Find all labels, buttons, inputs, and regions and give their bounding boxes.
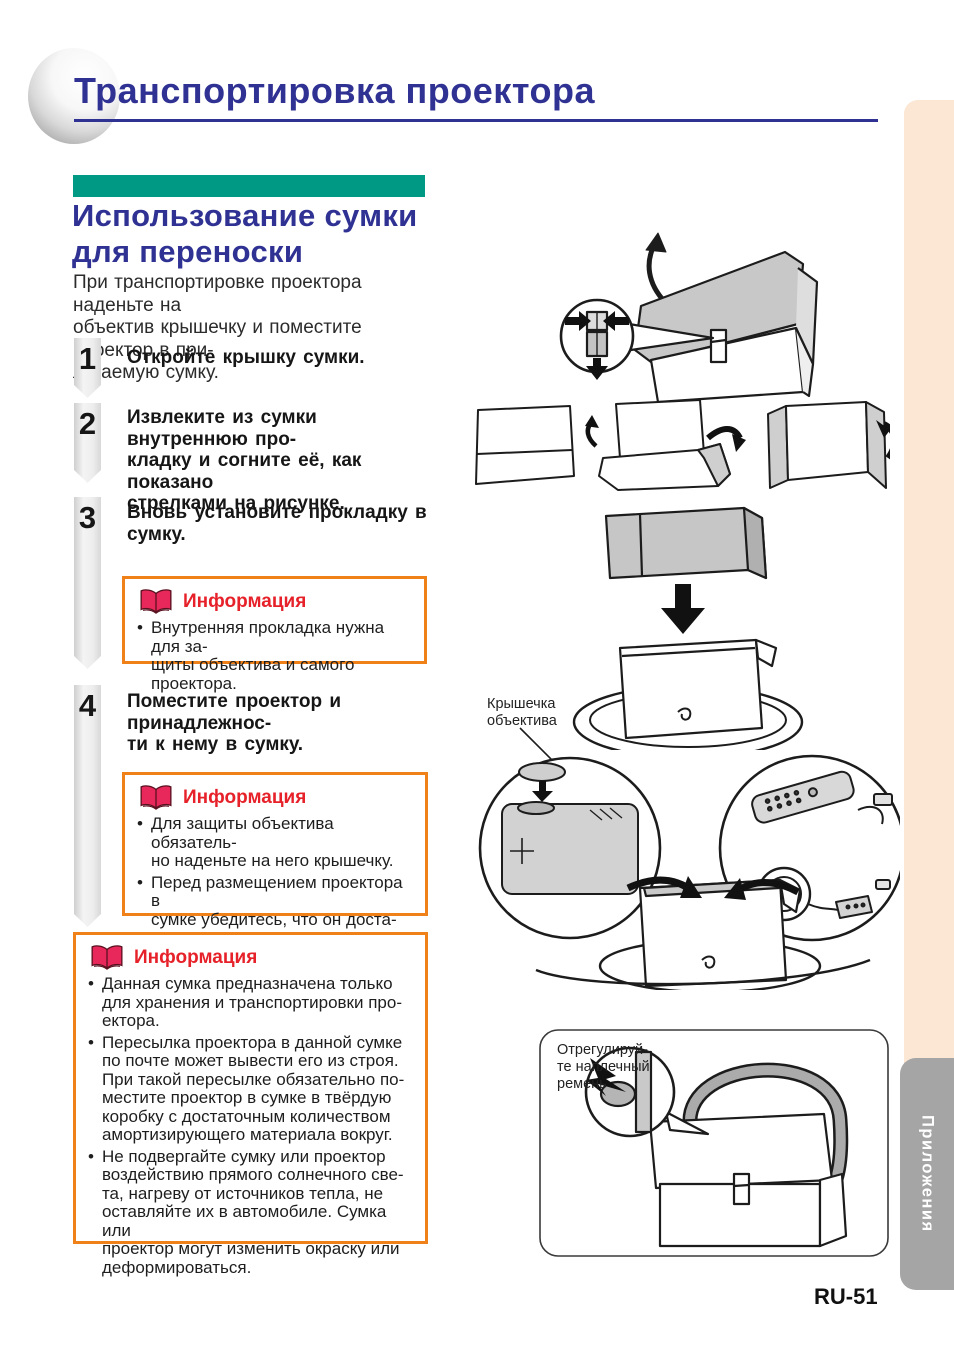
info-bullet: • Внутренняя прокладка нужна для за- щит… [137, 618, 414, 693]
step-marker-4: 4 [74, 685, 101, 927]
illustration-insert-pad [572, 506, 804, 750]
bullet-text: Пересылка проектора в данной сумке по по… [101, 1032, 405, 1144]
step-number: 3 [78, 500, 97, 535]
step-number: 4 [78, 688, 97, 723]
step-3-text: Вновь установите прокладку в сумку. [127, 502, 427, 545]
bullet-dot: • [88, 974, 94, 993]
bullet-text: Не подвергайте сумку или проектор воздей… [101, 1146, 404, 1277]
page-number: RU-51 [814, 1284, 878, 1309]
illustration-pack-projector [478, 727, 900, 990]
info-box-3: Информация • Данная сумка предназначена … [73, 932, 428, 1276]
bullet-dot: • [137, 814, 143, 833]
illustration-adjust-strap [539, 1029, 889, 1257]
illustration-fold-pad [475, 399, 890, 491]
step-4-text: Поместите проектор и принадлежнос- ти к … [127, 691, 342, 755]
step-number: 2 [78, 406, 97, 441]
info-box-2: Информация • Для защиты объектива обязат… [122, 772, 428, 947]
open-book-icon [140, 589, 172, 614]
info-bullet: • Не подвергайте сумку или проектор возд… [88, 1146, 415, 1278]
info-box-header: Информация [139, 589, 414, 615]
bullet-text: Внутренняя прокладка нужна для за- щиты … [150, 618, 385, 693]
step-marker-3: 3 [74, 497, 101, 669]
info-bullet: • Данная сумка предназначена только для … [88, 974, 415, 1031]
bullet-dot: • [137, 618, 143, 637]
bullet-text: Для защиты объектива обязатель- но наден… [150, 814, 394, 870]
section-intro: При транспортировке проектора наденьте н… [73, 272, 362, 383]
step-2-text: Извлеките из сумки внутреннюю про- кладк… [127, 407, 362, 514]
decorative-sphere [28, 48, 120, 144]
bullet-text: Данная сумка предназначена только для хр… [101, 974, 402, 1030]
step-marker-2: 2 [74, 403, 101, 483]
info-box-header: Информация [139, 785, 415, 811]
title-underline [74, 119, 878, 122]
lens-cap-label: Крышечка объектива [487, 696, 557, 729]
info-box-header: Информация [90, 945, 415, 971]
info-title: Информация [183, 787, 307, 808]
page-title: Транспортировка проектора [74, 70, 595, 111]
appendix-tab: Приложения [900, 1058, 954, 1290]
bullet-dot: • [88, 1032, 94, 1052]
info-bullet: • Пересылка проектора в данной сумке по … [88, 1032, 415, 1145]
open-book-icon [140, 785, 172, 810]
info-title: Информация [134, 947, 258, 968]
illustration-open-bag [559, 232, 819, 404]
appendix-tab-label: Приложения [918, 1115, 937, 1233]
strap-label: Отрегулируй- те наплечный ремень [557, 1042, 650, 1092]
step-1-text: Откройте крышку сумки. [127, 347, 365, 368]
info-box-1: Информация • Внутренняя прокладка нужна … [122, 576, 427, 692]
step-marker-1: 1 [74, 338, 101, 398]
step-number: 1 [78, 341, 97, 376]
info-bullet: • Для защиты объектива обязатель- но над… [137, 814, 415, 871]
section-heading: Использование сумки для переноски [72, 198, 418, 269]
bullet-dot: • [137, 872, 143, 892]
bullet-dot: • [88, 1146, 94, 1166]
open-book-icon [91, 945, 123, 970]
info-title: Информация [183, 591, 307, 612]
section-accent-bar [73, 175, 425, 197]
